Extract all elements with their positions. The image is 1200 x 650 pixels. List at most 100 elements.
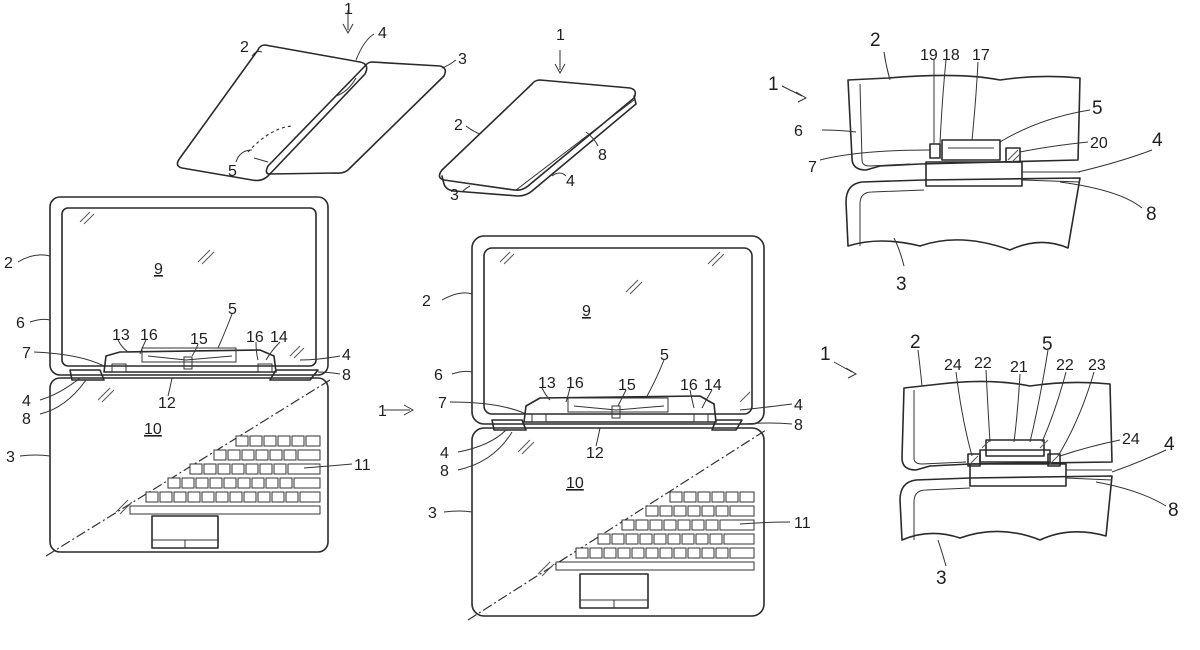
ref-8: 8 <box>1146 204 1157 225</box>
hinge-end-left <box>531 413 547 423</box>
leader-14 <box>701 389 713 409</box>
figure-detail-bottom: 1 2 24 22 21 5 22 23 24 4 8 3 <box>820 332 1179 589</box>
ref-2: 2 <box>240 39 249 56</box>
ref-4-right: 4 <box>794 397 803 414</box>
hinge-curve <box>335 77 357 97</box>
ref-9: 9 <box>154 261 163 278</box>
ref-5: 5 <box>1092 98 1103 119</box>
ref-2: 2 <box>910 332 921 353</box>
element-24-right <box>1047 453 1061 467</box>
ref-1: 1 <box>768 74 779 95</box>
ref-3: 3 <box>428 505 437 522</box>
ref-8: 8 <box>598 147 607 164</box>
panel-right <box>265 61 447 175</box>
ref-4: 4 <box>566 173 575 190</box>
spring-unit <box>985 439 1045 457</box>
ref-7: 7 <box>808 159 817 176</box>
ref-2: 2 <box>4 255 13 272</box>
hinge-end-left <box>111 363 127 373</box>
leader-8 <box>1059 181 1143 209</box>
ref-14: 14 <box>704 377 722 394</box>
leader-16a <box>139 339 147 355</box>
ref-8: 8 <box>440 463 449 480</box>
figure-open-panels: 1 2 4 3 5 <box>176 1 467 182</box>
leader-2b <box>465 125 481 135</box>
leader-20 <box>1019 141 1089 153</box>
hinge-housing <box>103 349 277 373</box>
ref-1: 1 <box>378 403 387 420</box>
leader-6 <box>451 370 473 375</box>
arrow-head-1 <box>845 367 858 379</box>
leader-16b <box>689 389 695 409</box>
ref-6: 6 <box>16 315 25 332</box>
leader-3 <box>19 454 51 457</box>
leader-3 <box>893 237 905 267</box>
ref-23: 23 <box>1088 357 1106 374</box>
ref-6: 6 <box>794 123 803 140</box>
ref-9: 9 <box>582 303 591 320</box>
hinge-block <box>925 161 1023 187</box>
arrow-head-1 <box>403 404 415 416</box>
leader-3b <box>461 185 471 193</box>
leader-4b <box>299 355 341 361</box>
ref-14: 14 <box>270 329 288 346</box>
ref-1: 1 <box>820 344 831 365</box>
figure-detail-top: 1 2 19 18 17 5 20 4 8 6 7 3 <box>768 30 1163 295</box>
ref-19: 19 <box>920 47 938 64</box>
ref-3: 3 <box>450 187 459 204</box>
link-plate-left <box>491 419 527 431</box>
ref-7: 7 <box>22 345 31 362</box>
leader-11 <box>303 463 353 469</box>
hinge-center-block <box>183 356 193 370</box>
ref-13: 13 <box>538 375 556 392</box>
base-inner-edge <box>859 189 925 246</box>
ref-1: 1 <box>344 1 353 18</box>
ref-8: 8 <box>22 411 31 428</box>
leader-14 <box>265 341 281 361</box>
ref-3: 3 <box>896 274 907 295</box>
ref-4: 4 <box>22 393 31 410</box>
ref-5: 5 <box>1042 334 1053 355</box>
folded-bottom-panel <box>441 95 637 197</box>
ref-18: 18 <box>942 47 960 64</box>
lid-inner-edge <box>859 83 911 167</box>
ref-4: 4 <box>1152 130 1163 151</box>
panel-left <box>176 44 368 182</box>
arrow-head-1b <box>554 63 566 75</box>
base-section <box>845 177 1081 251</box>
leader-4 <box>1111 449 1167 473</box>
hinge-end-right <box>693 413 709 423</box>
leader-4b <box>551 172 567 177</box>
ref-1: 1 <box>556 27 565 44</box>
leader-8b <box>317 371 341 375</box>
ref-5: 5 <box>228 163 237 180</box>
hidden-hinge-outline <box>247 125 293 153</box>
leader-2 <box>883 51 891 81</box>
leader-8a <box>457 431 513 471</box>
ref-4: 4 <box>378 25 387 42</box>
ref-15: 15 <box>190 331 208 348</box>
ref-10: 10 <box>144 421 162 438</box>
leader-13 <box>117 339 129 353</box>
link-plate-right <box>711 419 743 431</box>
ref-2: 2 <box>454 117 463 134</box>
leader-8a <box>39 379 87 415</box>
keyboard-base <box>49 377 329 553</box>
ref-22-left: 22 <box>974 355 992 372</box>
keyboard-keys <box>129 435 321 515</box>
ref-12: 12 <box>586 445 604 462</box>
ref-17: 17 <box>972 47 990 64</box>
ref-7: 7 <box>438 395 447 412</box>
ref-16-left: 16 <box>140 327 158 344</box>
hinge-spring <box>147 355 233 361</box>
leader-22b <box>1041 371 1067 443</box>
ref-22-right: 22 <box>1056 357 1074 374</box>
leader-8b <box>743 422 793 425</box>
leader-24a <box>955 371 973 457</box>
leader-7 <box>449 401 527 415</box>
link-plate-right <box>269 369 319 381</box>
ref-12: 12 <box>158 395 176 412</box>
leader-5 <box>645 359 665 399</box>
ref-24-left: 24 <box>944 357 962 374</box>
